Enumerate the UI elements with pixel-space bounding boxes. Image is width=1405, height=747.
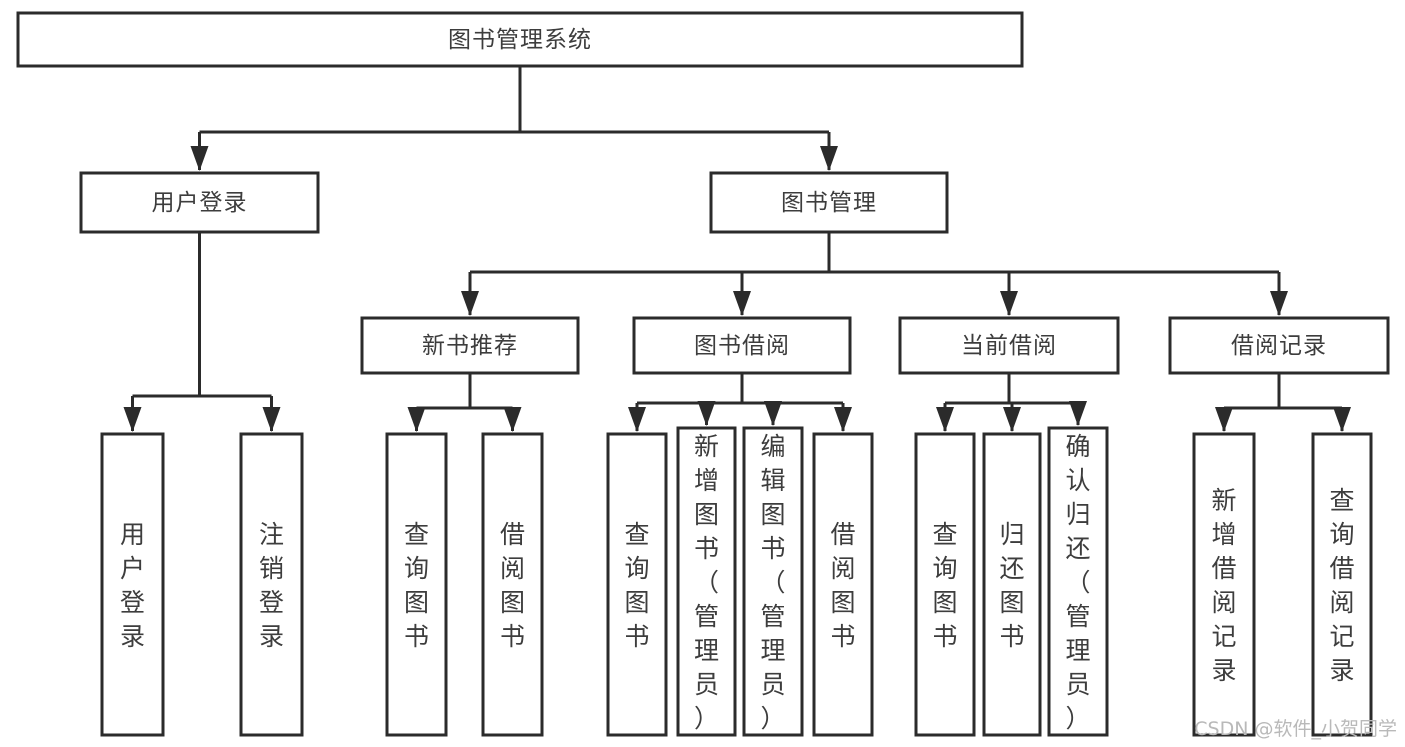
node-label: 编辑图书（管理员）: [760, 432, 785, 733]
node-leaf-confirm-return[interactable]: 确认归还（管理员）: [1047, 426, 1109, 737]
node-label: 借阅记录: [1231, 333, 1327, 359]
node-root-root[interactable]: 图书管理系统: [16, 11, 1024, 68]
node-label: 注销登录: [259, 520, 284, 651]
node-leaf-add-borrow-record[interactable]: 新增借阅记录: [1192, 432, 1256, 737]
node-label: 查询图书: [932, 520, 957, 651]
arrow-head-icon: [1333, 407, 1351, 432]
arrow-head-icon: [733, 291, 751, 316]
node-label: 当前借阅: [961, 333, 1057, 359]
arrow-head-icon: [407, 407, 426, 432]
node-leaf-query-book-borrow[interactable]: 查询图书: [606, 432, 668, 737]
node-label: 确认归还（管理员）: [1065, 432, 1090, 733]
arrow-head-icon: [936, 407, 954, 432]
node-current-borrow[interactable]: 当前借阅: [898, 316, 1120, 375]
node-leaf-logout[interactable]: 注销登录: [239, 432, 304, 737]
node-label: 图书管理: [781, 190, 877, 216]
node-label: 查询借阅记录: [1329, 486, 1354, 685]
arrow-head-icon: [190, 146, 209, 171]
arrow-head-icon: [834, 407, 852, 432]
node-leaf-add-book[interactable]: 新增图书（管理员）: [676, 426, 737, 737]
node-label: 图书管理系统: [448, 27, 592, 53]
node-label: 借阅图书: [830, 520, 855, 651]
node-label: 新书推荐: [422, 333, 518, 359]
arrow-head-icon: [461, 291, 479, 316]
arrow-head-icon: [1000, 291, 1018, 316]
arrow-head-icon: [1270, 291, 1288, 316]
node-user-login[interactable]: 用户登录: [79, 171, 320, 234]
arrow-head-icon: [1215, 407, 1233, 432]
node-leaf-return-book[interactable]: 归还图书: [982, 432, 1042, 737]
node-new-book-recommend[interactable]: 新书推荐: [360, 316, 580, 375]
arrow-head-icon: [1003, 407, 1021, 432]
arrow-head-icon: [123, 407, 142, 432]
node-label: 查询图书: [404, 520, 429, 651]
node-leaf-user-login[interactable]: 用户登录: [100, 432, 165, 737]
arrow-head-icon: [764, 401, 782, 426]
arrow-head-icon: [262, 407, 281, 432]
node-leaf-query-book-current[interactable]: 查询图书: [914, 432, 976, 737]
node-leaf-query-book-recommend[interactable]: 查询图书: [385, 432, 448, 737]
node-label: 查询图书: [624, 520, 649, 651]
node-label: 用户登录: [152, 190, 248, 216]
node-label: 图书借阅: [694, 333, 790, 359]
arrow-head-icon: [820, 146, 838, 171]
node-label: 新增图书（管理员）: [694, 432, 719, 733]
node-leaf-query-borrow-record[interactable]: 查询借阅记录: [1311, 432, 1373, 737]
node-borrow-record[interactable]: 借阅记录: [1168, 316, 1390, 375]
node-leaf-borrow-book-recommend[interactable]: 借阅图书: [481, 432, 544, 737]
node-leaf-edit-book[interactable]: 编辑图书（管理员）: [742, 426, 804, 737]
node-label: 新增借阅记录: [1211, 486, 1236, 685]
node-leaf-borrow-book[interactable]: 借阅图书: [812, 432, 874, 737]
arrow-head-icon: [628, 407, 646, 432]
node-label: 借阅图书: [500, 520, 525, 651]
arrow-head-icon: [1069, 401, 1087, 426]
node-boxes: 图书管理系统用户登录图书管理新书推荐图书借阅当前借阅借阅记录用户登录注销登录查询…: [16, 11, 1390, 737]
node-label: 用户登录: [120, 520, 145, 651]
node-label: 归还图书: [999, 520, 1024, 651]
node-book-borrow[interactable]: 图书借阅: [632, 316, 852, 375]
node-book-management[interactable]: 图书管理: [709, 171, 949, 234]
connector-lines: [123, 66, 1351, 432]
arrow-head-icon: [697, 401, 716, 426]
arrow-head-icon: [503, 407, 522, 432]
